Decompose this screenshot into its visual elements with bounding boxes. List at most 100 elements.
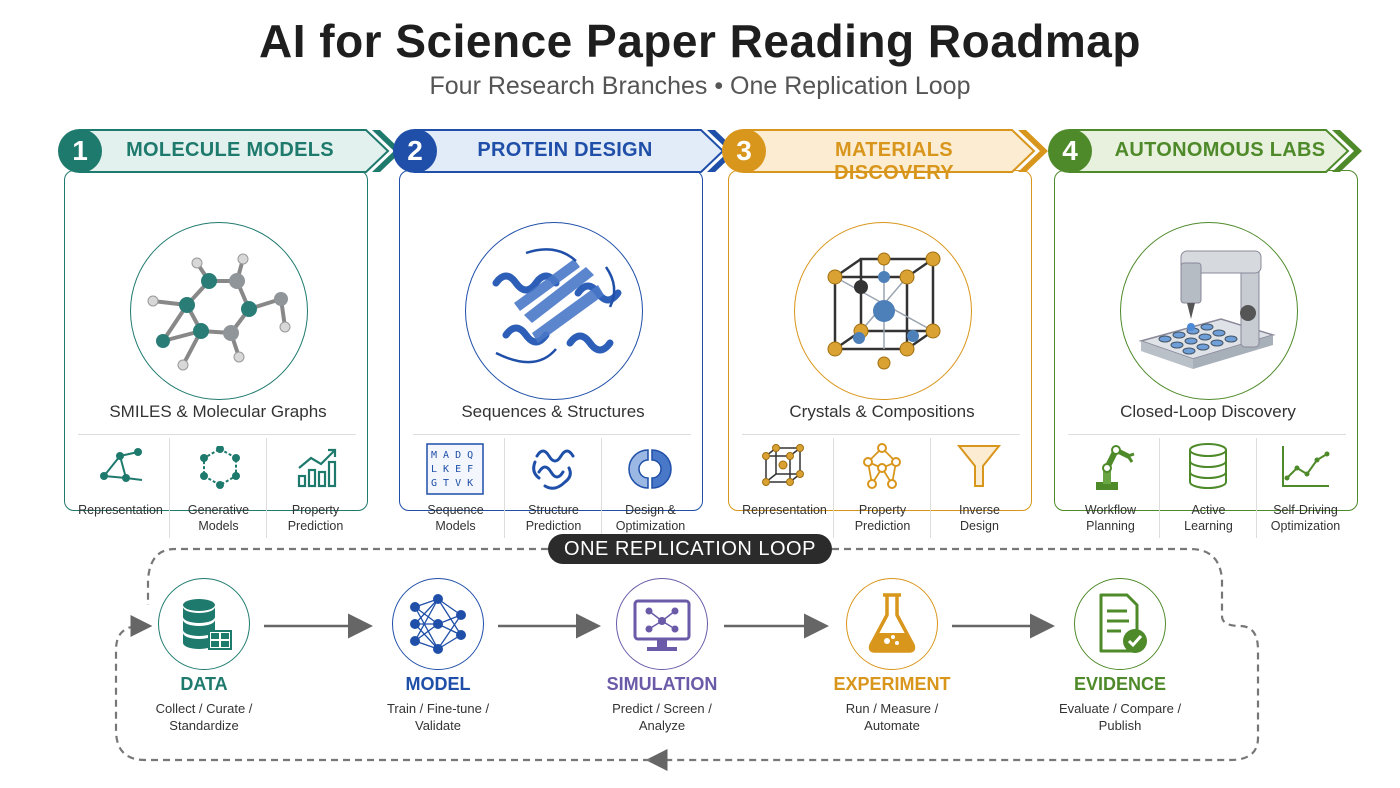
page-subtitle: Four Research Branches • One Replication…	[429, 72, 971, 100]
sub-label-line2: Optimization	[615, 519, 686, 533]
branch-number-badge: 4	[1048, 129, 1092, 173]
divider	[413, 434, 691, 435]
page-title: AI for Science Paper Reading Roadmap	[258, 15, 1141, 67]
branch-title: MATERIALS DISCOVERY	[834, 139, 954, 184]
sub-label-line2: Design	[960, 519, 999, 533]
sub-label-line1: Inverse	[959, 503, 1000, 517]
step-desc-line1: Run / Measure /	[845, 701, 939, 716]
sub-label-line2: Models	[198, 519, 239, 533]
loop-dashed-right	[645, 547, 1260, 771]
step-desc-line2: Validate	[414, 718, 461, 733]
branch-banner: 4 AUTONOMOUS LABS	[1048, 128, 1390, 174]
sub-label-line1: Self-Driving	[1273, 503, 1338, 517]
molecule-icon	[130, 222, 308, 400]
sub-label-line1: Generative	[187, 503, 250, 517]
neural-network-icon	[392, 578, 484, 670]
branch-protein-design: 2 PROTEIN DESIGN Seq	[393, 128, 735, 538]
step-desc-line1: Collect / Curate /	[155, 701, 253, 716]
sub-label-line2: Prediction	[287, 519, 344, 533]
loop-title: ONE REPLICATION LOOP	[548, 534, 832, 564]
sub-label-line1: Sequence	[427, 503, 484, 517]
svg-text:G T V K: G T V K	[431, 478, 473, 489]
step-name: EXPERIMENT	[833, 674, 951, 694]
branch-molecule-models: 1 MOLECULE MODELS	[58, 128, 400, 538]
divider	[1068, 434, 1346, 435]
lab-robot-icon	[1120, 222, 1298, 400]
sub-label: Representation	[742, 503, 827, 517]
branch-autonomous-labs: 4 AUTONOMOUS LABS Closed-Loop	[1048, 128, 1390, 538]
step-desc-line1: Train / Fine-tune /	[386, 701, 490, 716]
sub-label-line1: Design &	[625, 503, 676, 517]
bar-trend-icon	[297, 448, 337, 488]
hero-label: SMILES & Molecular Graphs	[109, 402, 327, 421]
svg-text:L K E F: L K E F	[431, 464, 473, 475]
sub-topic-design-optimization: + Design & Optimization	[601, 438, 699, 538]
sub-topic-representation: Representation	[72, 438, 169, 538]
hero-label: Sequences & Structures	[461, 402, 645, 421]
crystal-lattice-icon	[794, 222, 972, 400]
sub-label-line2: Learning	[1184, 519, 1233, 533]
branch-number-badge: 1	[58, 129, 102, 173]
hero-label: Crystals & Compositions	[789, 402, 975, 421]
step-model: MODEL Train / Fine-tune / Validate	[348, 578, 528, 738]
step-desc-line2: Standardize	[169, 718, 239, 733]
step-name: MODEL	[405, 674, 471, 694]
step-data: DATA Collect / Curate /Standardize	[114, 578, 294, 738]
hexagon-graph-icon	[200, 446, 240, 489]
database-icon	[1189, 443, 1227, 489]
loop-dashed-top-left	[146, 547, 548, 605]
flask-icon	[846, 578, 938, 670]
step-name: EVIDENCE	[1073, 674, 1167, 694]
protein-ribbon-icon	[465, 222, 643, 400]
document-check-icon	[1074, 578, 1166, 670]
branch-title: PROTEIN DESIGN	[477, 139, 653, 161]
sub-topic-representation: Representation	[736, 438, 833, 538]
sub-label: Representation	[78, 503, 163, 517]
branch-banner: 3 MATERIALS DISCOVERY	[722, 128, 1064, 184]
sub-label-line1: Workflow	[1084, 503, 1137, 517]
step-desc-line1: Predict / Screen /	[612, 701, 712, 716]
branch-number-badge: 3	[722, 129, 766, 173]
line-trend-icon	[1282, 446, 1330, 487]
branch-title: MOLECULE MODELS	[126, 139, 334, 161]
step-experiment: EXPERIMENT Run / Measure /Automate	[802, 578, 982, 738]
svg-text:+: +	[645, 461, 653, 477]
sub-label-line2: Prediction	[854, 519, 911, 533]
sub-label-line2: Prediction	[525, 519, 582, 533]
branch-title: AUTONOMOUS LABS	[1114, 139, 1326, 161]
step-desc-line1: Evaluate / Compare /	[1058, 701, 1182, 716]
sub-label-line2: Models	[435, 519, 476, 533]
sub-label-line1: Active	[1191, 503, 1226, 517]
sub-label-line1: Property	[858, 503, 907, 517]
database-icon	[158, 578, 250, 670]
robot-arm-icon	[1096, 445, 1135, 490]
step-desc-line2: Analyze	[638, 718, 686, 733]
graph-network-icon	[100, 448, 143, 482]
node-graph-icon	[863, 443, 901, 489]
sub-label-line1: Property	[291, 503, 340, 517]
loop-dashed-left	[114, 615, 650, 762]
step-desc-line2: Publish	[1098, 718, 1142, 733]
banner-arrow-shape	[743, 129, 1048, 173]
sequence-letters-icon: M A D Q L K E F G T V K	[426, 443, 484, 495]
svg-text:M A D Q: M A D Q	[431, 450, 473, 461]
puzzle-icon: +	[628, 449, 672, 489]
cube-lattice-icon	[762, 444, 804, 486]
sub-label-line1: Structure	[528, 503, 579, 517]
protein-fold-icon	[532, 449, 575, 490]
divider	[78, 434, 356, 435]
hero-label: Closed-Loop Discovery	[1120, 402, 1296, 421]
